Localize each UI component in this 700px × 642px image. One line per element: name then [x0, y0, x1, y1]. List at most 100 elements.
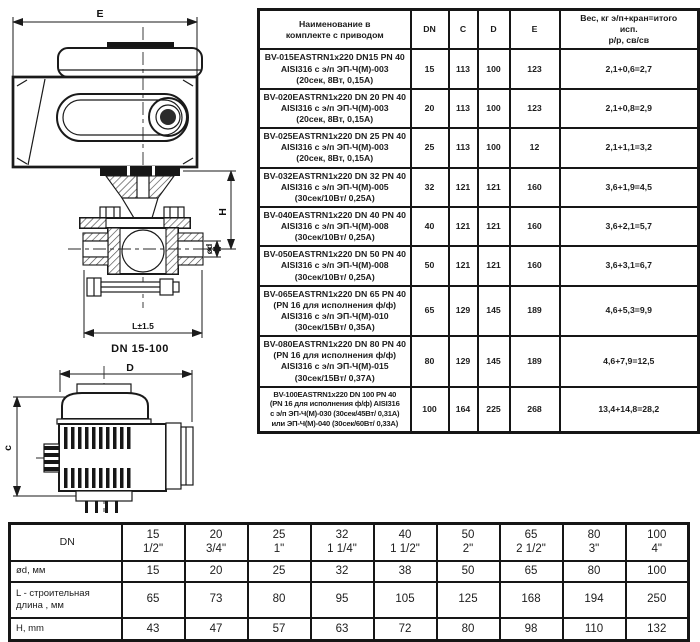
dim-od-cell: 65 [498, 559, 564, 583]
text-line: BV-040EASTRN1x220 DN 40 PN 40 [263, 209, 406, 220]
dim-h-cell: 80 [435, 616, 501, 642]
text-line: BV-025EASTRN1x220 DN 25 PN 40 [263, 131, 406, 142]
text-line: 100 [647, 528, 667, 541]
text-line: 20 [209, 528, 223, 541]
text-line: 2" [462, 543, 474, 556]
text-line: 1/2" [142, 543, 164, 556]
spec-d-cell: 100 [476, 127, 511, 169]
dim-h-cell: 132 [624, 616, 690, 642]
valve-actuator-front-drawing: E [11, 8, 236, 355]
text-line: AISI316 с э/п ЭП-Ч(М)-003 [280, 63, 389, 74]
dim-od-cell: 20 [183, 559, 249, 583]
spec-d-cell: 100 [476, 48, 511, 90]
dim-dn-cell: 15 1/2" [120, 522, 186, 562]
spec-c-cell: 129 [447, 335, 479, 388]
spec-name-cell: BV-100EASTRN1x220 DN 100 PN 40(PN 16 для… [257, 385, 412, 434]
spec-header-cell-4: E [508, 8, 561, 51]
spec-c-cell: 121 [447, 245, 479, 287]
spec-d-cell: 121 [476, 166, 511, 208]
text-line: (30сек/15Вт/ 0,37А) [294, 372, 375, 383]
text-line: BV-020EASTRN1x220 DN 20 PN 40 [263, 91, 406, 102]
text-line: исп. [619, 24, 638, 35]
spec-dn-cell: 15 [409, 48, 450, 90]
spec-e-cell: 189 [508, 284, 561, 338]
spec-e-cell: 123 [508, 48, 561, 90]
dim-l-cell: 73 [183, 580, 249, 619]
dim-d-label: D [126, 362, 134, 374]
dim-e: E [12, 8, 198, 76]
dim-l-cell: 168 [498, 580, 564, 619]
indicator-window [148, 97, 188, 137]
dim-l-label: L±1.5 [132, 321, 154, 331]
spec-d-cell: 225 [476, 385, 511, 434]
spec-name-cell: BV-080EASTRN1x220 DN 80 PN 40(PN 16 для … [257, 335, 412, 388]
text-line: BV-032EASTRN1x220 DN 32 PN 40 [263, 170, 406, 181]
text-line: 65 [524, 528, 538, 541]
dim-l: L±1.5 [83, 270, 203, 338]
spec-e-cell: 160 [508, 166, 561, 208]
text-line: Наименование в [299, 18, 371, 29]
text-line: Вес, кг э/п+кран=итого [580, 13, 678, 23]
spec-e-cell: 189 [508, 335, 561, 388]
text-line: C [459, 24, 467, 35]
text-line: (20сек, 8Вт, 0,15А) [296, 74, 374, 85]
text-line: AISI316 с э/п ЭП-Ч(М)-010 [280, 310, 389, 321]
spec-d-cell: 121 [476, 245, 511, 287]
dim-c-label: c [2, 445, 14, 451]
dim-od-cell: 100 [624, 559, 690, 583]
text-line: (PN 16 для исполнения ф/ф) [273, 350, 397, 361]
text-line: 80 [587, 528, 601, 541]
spec-c-cell: 129 [447, 284, 479, 338]
dim-h: H [183, 170, 236, 250]
text-line: AISI316 с э/п ЭП-Ч(М)-008 [280, 260, 389, 271]
dim-h-cell: 47 [183, 616, 249, 642]
dim-od-label: ød, мм [8, 559, 123, 583]
dim-h-cell: 98 [498, 616, 564, 642]
actuator-side-drawing: D c [2, 362, 194, 515]
text-line: 1 1/2" [390, 543, 420, 556]
dim-h-cell: 57 [246, 616, 312, 642]
text-line: 40 [398, 528, 412, 541]
text-line: комплекте с приводом [285, 29, 384, 40]
dim-od-cell: 32 [309, 559, 375, 583]
text-line: BV-100EASTRN1x220 DN 100 PN 40 [273, 389, 397, 399]
spec-weight-cell: 3,6+2,1=5,7 [558, 205, 700, 248]
text-line: 1 1/4" [327, 543, 357, 556]
text-line: D [490, 24, 497, 35]
text-line: (30сек/10Вт/ 0,25А) [294, 271, 375, 282]
spec-header-cell-2: C [447, 8, 479, 51]
dim-l-cell: 80 [246, 580, 312, 619]
text-line: 15 [146, 528, 160, 541]
text-line: (30сек/15Вт/ 0,35А) [294, 322, 375, 332]
spec-d-cell: 100 [476, 87, 511, 130]
text-line: AISI316 с э/п ЭП-Ч(М)-003 [280, 102, 389, 113]
dim-od-cell: 80 [561, 559, 627, 583]
spec-name-cell: BV-065EASTRN1x220 DN 65 PN 40(PN 16 для … [257, 284, 412, 338]
dim-od: ød [204, 240, 221, 258]
dim-l-cell: 105 [372, 580, 438, 619]
text-line: (30сек/10Вт/ 0,25А) [294, 232, 375, 243]
dim-l-cell: 194 [561, 580, 627, 619]
text-line: (PN 16 для исполнения ф/ф) AISI316 [269, 399, 400, 409]
dim-dn-cell: 40 1 1/2" [372, 522, 438, 562]
spec-row: BV-100EASTRN1x220 DN 100 PN 40(PN 16 для… [257, 385, 700, 434]
dim-od-label: ød [204, 244, 214, 254]
